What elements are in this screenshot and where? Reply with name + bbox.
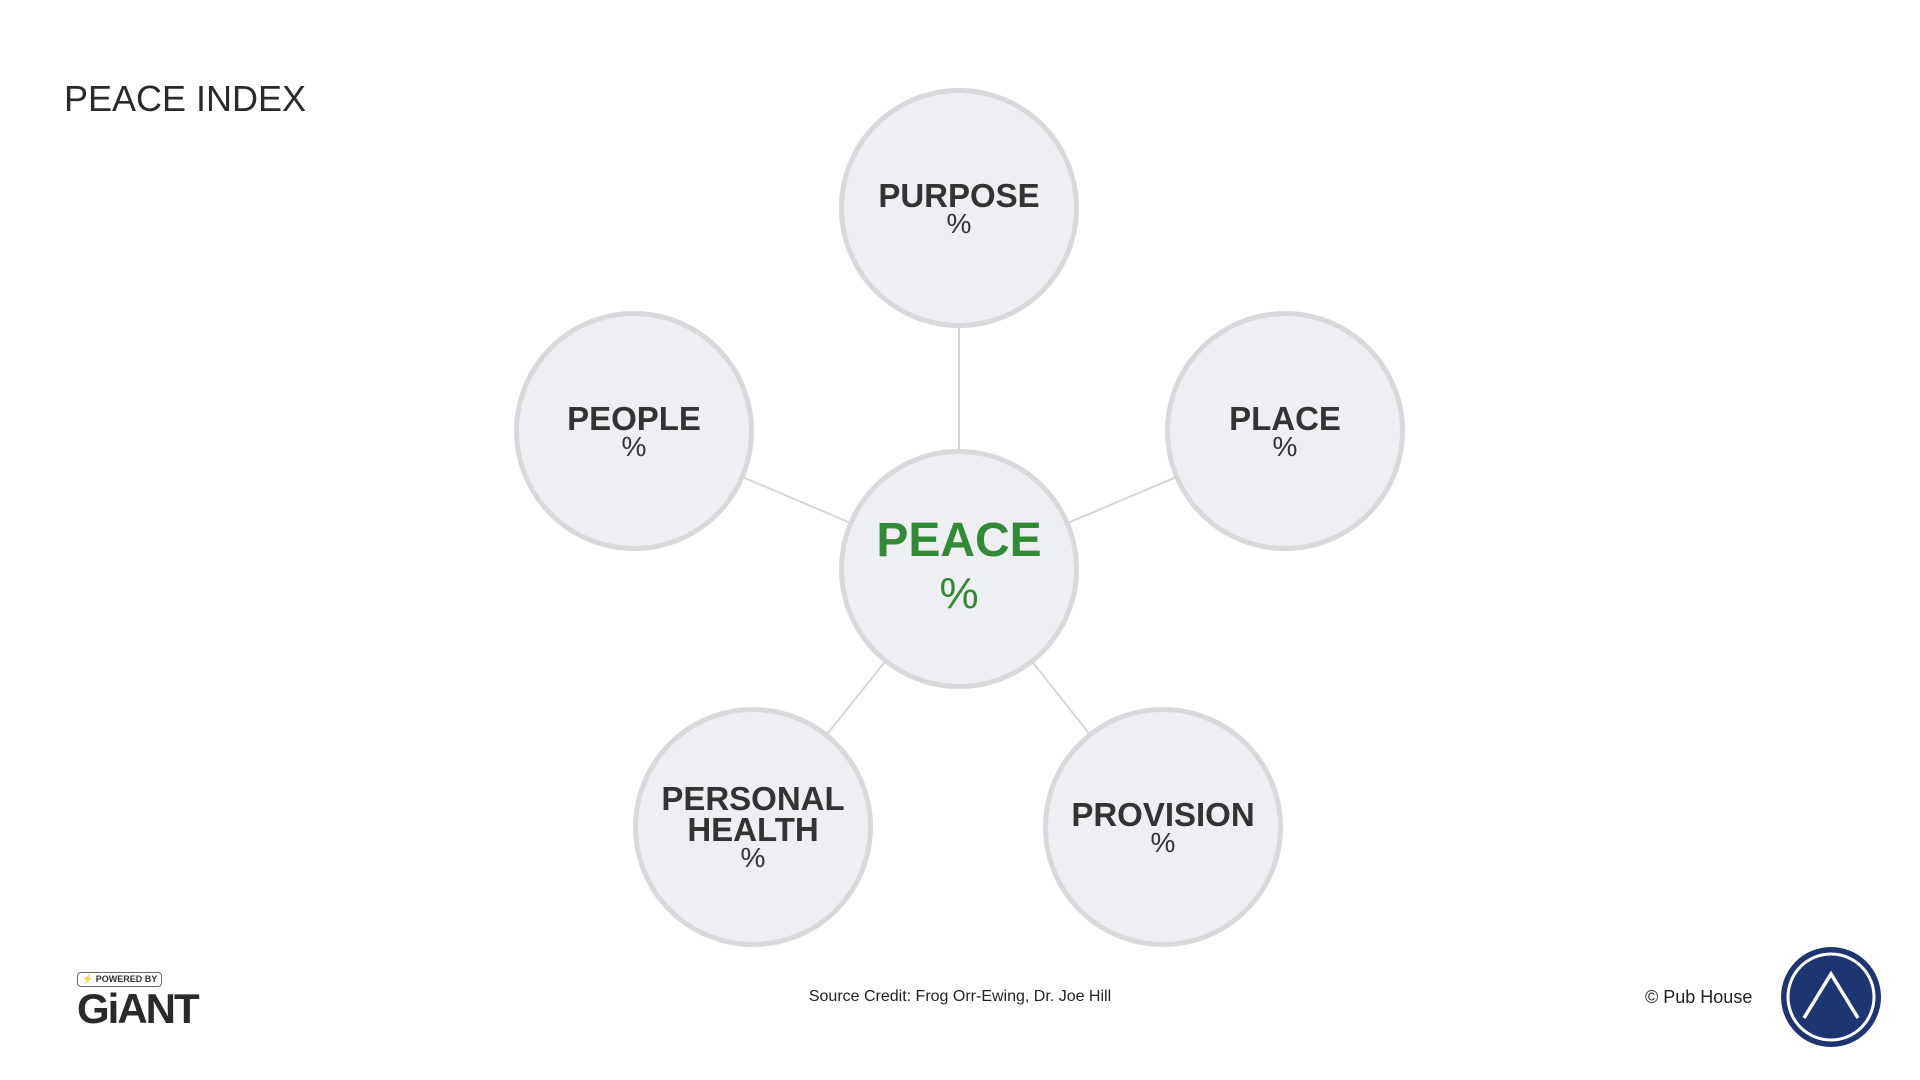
node-label: PROVISION — [1071, 795, 1255, 833]
node-label: PERSONAL HEALTH — [661, 780, 845, 848]
node-peace-center: PEACE % — [839, 449, 1079, 689]
powered-by-badge: ⚡ POWERED BY — [77, 972, 163, 987]
node-purpose: PURPOSE % — [839, 88, 1079, 328]
node-value: % — [946, 207, 972, 239]
node-value: % — [1150, 826, 1176, 858]
bolt-icon: ⚡ — [82, 974, 94, 984]
copyright: © Pub House — [1645, 987, 1753, 1007]
node-label: PEOPLE — [567, 399, 701, 437]
center-value: % — [939, 569, 979, 618]
powered-by-text: POWERED BY — [95, 974, 158, 984]
giant-logo: ⚡ POWERED BY GiANT — [77, 969, 200, 1032]
node-place: PLACE % — [1165, 311, 1405, 551]
pub-house-logo-icon — [1781, 947, 1881, 1047]
node-personal-health: PERSONAL HEALTH % — [633, 707, 873, 947]
node-value: % — [740, 842, 766, 873]
node-label: PLACE — [1229, 399, 1341, 437]
page-title: PEACE INDEX — [64, 78, 307, 119]
node-value: % — [1272, 430, 1298, 462]
center-label: PEACE — [876, 514, 1042, 567]
source-credit: Source Credit: Frog Orr-Ewing, Dr. Joe H… — [808, 988, 1112, 1005]
node-provision: PROVISION % — [1043, 707, 1283, 947]
node-label: PURPOSE — [878, 176, 1040, 214]
node-people: PEOPLE % — [514, 311, 754, 551]
node-value: % — [621, 430, 647, 462]
brand-name: GiANT — [77, 985, 200, 1032]
